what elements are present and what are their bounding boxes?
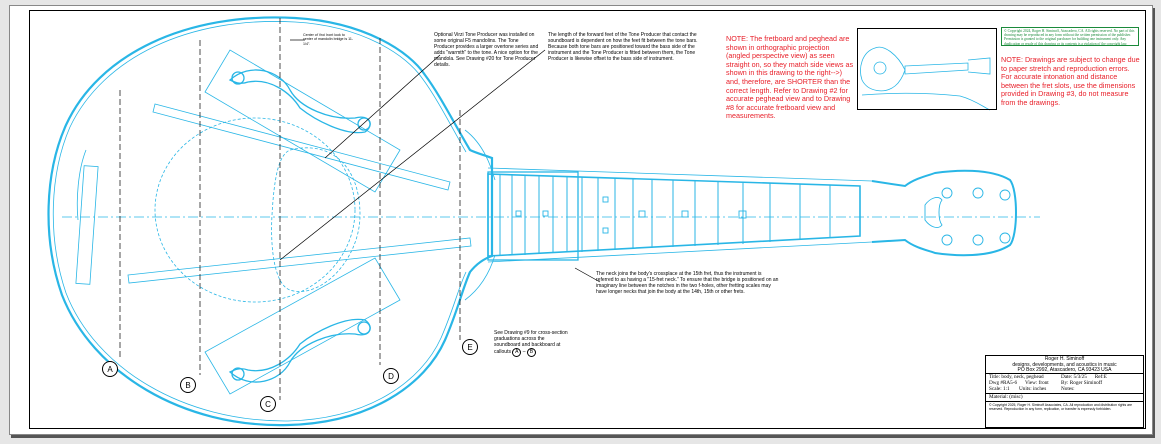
callout-b: B [180, 377, 196, 393]
tb-ref: Ref:E [1094, 374, 1107, 380]
tb-row-title: Title: body, neck, peghead Date: 5/3/25 … [986, 374, 1143, 380]
fretboard [487, 173, 861, 257]
author-address: PO Box 2992, Atascadero, CA 93423 USA [1017, 367, 1112, 374]
f-hole-upper-eye [231, 71, 245, 85]
tone-producer-rod-1 [152, 103, 451, 191]
note-vroi-center: Center of Vroi Iront look to center of m… [303, 33, 354, 46]
tb-row-scale: Scale: 1:1 Units: inches Notes: [986, 386, 1143, 392]
note-cross-section: See Drawing #9 for cross-section graduat… [494, 330, 568, 357]
inset-mandolin [860, 46, 991, 111]
tb-material: Material: (misc) [986, 392, 1143, 402]
tb-row-dwg: Dwg #RA5-6 View: front By: Roger Siminof… [986, 380, 1143, 386]
author-tagline: designs, developments, and acoustics in … [1012, 361, 1117, 368]
side-cavity [75, 165, 99, 285]
tb-dwg: Dwg #RA5-6 [989, 380, 1018, 387]
note-cross-section-text: See Drawing #9 for cross-section graduat… [494, 330, 568, 355]
red-note-projection: NOTE: The fretboard and peghead are show… [726, 34, 854, 121]
tb-by: By: Roger Siminoff [1061, 380, 1103, 387]
f-hole-lower-eye [231, 367, 245, 381]
f-hole-lower-eye2 [357, 321, 371, 335]
neck-edge [487, 167, 873, 263]
callout-c: C [260, 396, 276, 412]
callout-d: D [383, 368, 399, 384]
inset-view-box [857, 28, 997, 110]
section-lines [119, 18, 461, 400]
peghead [871, 169, 1017, 257]
note-tone-producer: Optional Virzi Tone Producer was install… [434, 32, 539, 68]
body-outline [47, 16, 494, 427]
note-forward-feet: The length of the forward feet of the To… [548, 32, 698, 62]
tb-fine-print: © Copyright 2025, Roger H. Siminoff Asso… [989, 402, 1133, 411]
author-name: Roger H. Siminoff [1044, 356, 1085, 362]
tb-units: Units: inches [1019, 386, 1047, 393]
title-block: Roger H. Siminoff designs, developments,… [985, 355, 1144, 428]
callout-e: E [462, 339, 478, 355]
tb-title: Title: body, neck, peghead [989, 374, 1044, 380]
tb-notes: Notes: [1061, 386, 1075, 393]
note-neck-join: The neck joins the body's crossplace at … [596, 271, 779, 295]
frets [499, 174, 831, 256]
callout-a: A [102, 361, 118, 377]
tb-scale: Scale: 1:1 [989, 386, 1010, 393]
scroll-outline [76, 149, 87, 221]
fretboard-extension [487, 171, 579, 261]
f-hole-upper-eye2 [357, 117, 371, 131]
tb-date: Date: 5/3/25 [1061, 374, 1087, 380]
tuner-posts [941, 187, 1011, 246]
f-hole-lower [228, 318, 371, 383]
tone-bar-lower [204, 257, 401, 395]
drawing-frame [29, 10, 1146, 429]
fret-markers [515, 196, 747, 234]
title-block-header: Roger H. Siminoff designs, developments,… [986, 356, 1143, 374]
peghead-inlay [924, 197, 943, 228]
tb-view: View: front [1025, 380, 1049, 387]
red-note-measure: NOTE: Drawings are subject to change due… [1001, 55, 1140, 107]
leader-lines [279, 39, 601, 283]
tone-bar-upper [204, 49, 401, 193]
neck-heel [464, 129, 496, 301]
f-hole-upper [228, 69, 371, 134]
copyright-box: © Copyright 2024, Roger H. Siminoff, Ata… [1001, 27, 1139, 46]
tone-producer-outline [154, 117, 356, 303]
body-inner-outline [52, 21, 467, 422]
tone-producer-rod-2 [127, 237, 472, 284]
callout-ref-a: A [512, 348, 522, 357]
tone-producer-body [271, 147, 361, 292]
callout-ref-b: B [526, 348, 536, 357]
